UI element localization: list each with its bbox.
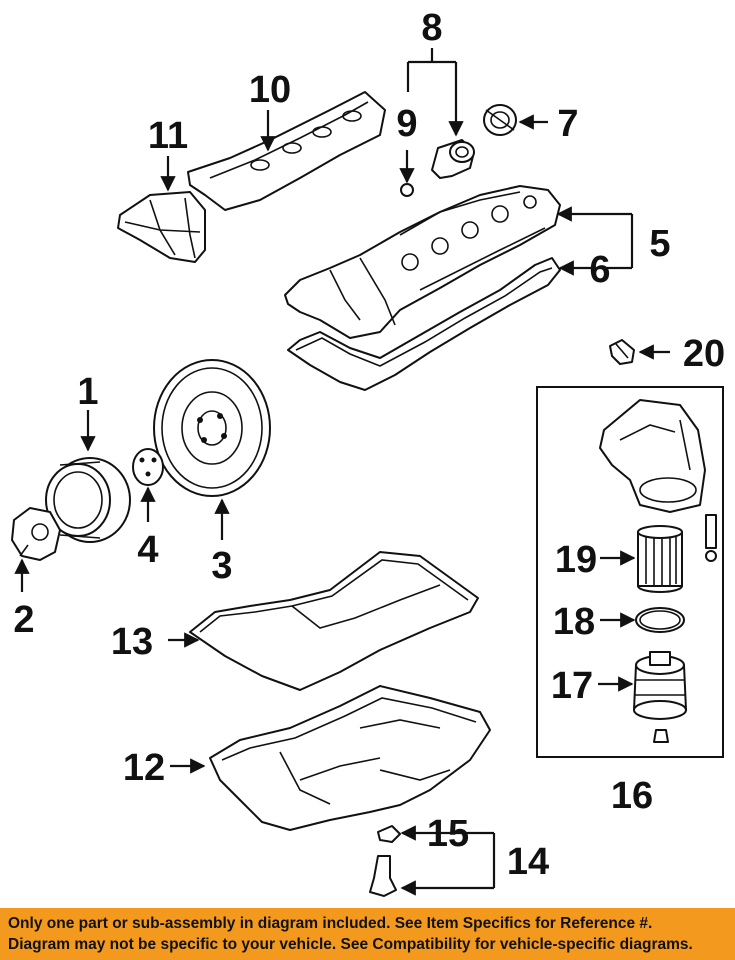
callout-19: 19 xyxy=(555,539,597,581)
part-1-pulley xyxy=(45,457,131,543)
notice-line-1: Only one part or sub-assembly in diagram… xyxy=(8,915,653,932)
part-10-coil-cover xyxy=(187,91,386,211)
part-16-filter-housing-group xyxy=(536,386,724,758)
part-2-housing xyxy=(11,507,61,561)
compatibility-notice-banner: Only one part or sub-assembly in diagram… xyxy=(0,908,735,960)
callout-16: 16 xyxy=(611,775,653,817)
callout-8: 8 xyxy=(421,7,442,49)
callout-4: 4 xyxy=(137,529,158,571)
part-5-valve-cover xyxy=(284,185,561,339)
callout-1: 1 xyxy=(77,371,98,413)
callout-10: 10 xyxy=(249,69,291,111)
leader-lines xyxy=(14,48,670,896)
callout-13: 13 xyxy=(111,621,153,663)
callout-6: 6 xyxy=(589,249,610,291)
callout-18: 18 xyxy=(553,601,595,643)
callout-numbers: 1 2 3 4 5 6 7 8 9 10 11 12 13 14 15 16 1… xyxy=(13,7,725,883)
part-15-plug xyxy=(377,825,401,843)
part-20-sensor xyxy=(609,339,635,365)
callout-20: 20 xyxy=(683,333,725,375)
part-4-spacer-plate xyxy=(132,448,164,486)
engine-parts-diagram: 1 2 3 4 5 6 7 8 9 10 11 12 13 14 15 16 1… xyxy=(11,7,725,897)
part-7-filler-cap xyxy=(483,104,517,136)
part-17-filter-cap xyxy=(633,651,687,743)
part-9-seal xyxy=(400,183,414,197)
callout-3: 3 xyxy=(211,545,232,587)
part-18-o-ring xyxy=(635,607,685,633)
callout-12: 12 xyxy=(123,747,165,789)
part-6-valve-cover-gasket xyxy=(287,257,561,391)
callout-2: 2 xyxy=(13,599,34,641)
callout-14: 14 xyxy=(507,841,549,883)
part-13-oil-pan-gasket xyxy=(189,551,479,691)
part-14-tube xyxy=(369,855,397,897)
callout-15: 15 xyxy=(427,813,469,855)
part-3-flywheel xyxy=(153,359,271,497)
callout-9: 9 xyxy=(396,103,417,145)
notice-line-2: Diagram may not be specific to your vehi… xyxy=(8,936,693,953)
part-8-filler-neck xyxy=(431,139,475,179)
part-12-oil-pan xyxy=(209,685,491,831)
part-19-filter-element xyxy=(637,525,683,593)
callout-7: 7 xyxy=(557,103,578,145)
callout-5: 5 xyxy=(649,223,670,265)
callout-17: 17 xyxy=(551,665,593,707)
part-11-engine-cover xyxy=(117,191,206,263)
callout-11: 11 xyxy=(148,115,188,157)
